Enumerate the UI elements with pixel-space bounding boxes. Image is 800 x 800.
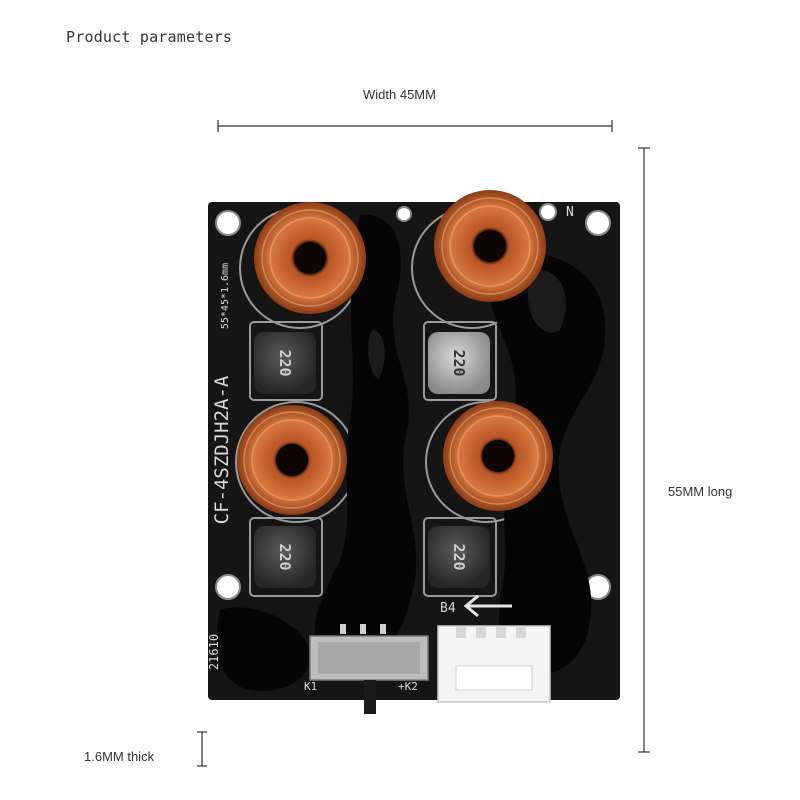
pin-label-k2: +K2: [398, 680, 418, 693]
length-label: 55MM long: [668, 484, 733, 499]
pin-label-n: N: [566, 205, 574, 220]
inductor-marking: 220: [450, 543, 468, 570]
arrow-icon: [463, 594, 512, 618]
jst-connector: [437, 625, 551, 703]
page-title: Product parameters: [66, 28, 233, 46]
silkscreen-size: 55*45*1.6mm: [220, 263, 231, 329]
thickness-label: 1.6MM thick: [84, 749, 155, 764]
smd-inductor: [428, 332, 490, 394]
width-label: Width 45MM: [363, 87, 436, 102]
pin-label-k1: K1: [304, 680, 317, 693]
inductor-marking: 220: [450, 349, 468, 376]
inductor-marking: 220: [276, 543, 294, 570]
mount-hole: [585, 210, 611, 236]
smd-inductor: [254, 332, 316, 394]
smd-inductors: [254, 332, 490, 588]
mount-hole: [215, 574, 241, 600]
mount-hole: [215, 210, 241, 236]
smd-inductor: [428, 526, 490, 588]
inductor-marking: 220: [276, 349, 294, 376]
silkscreen-model: CF-4SZDJH2A-A: [211, 375, 233, 524]
pin-label-b4: B4: [440, 601, 456, 616]
smd-inductor: [254, 526, 316, 588]
slide-switch: [309, 624, 429, 714]
corner-code: 21610: [207, 634, 221, 670]
